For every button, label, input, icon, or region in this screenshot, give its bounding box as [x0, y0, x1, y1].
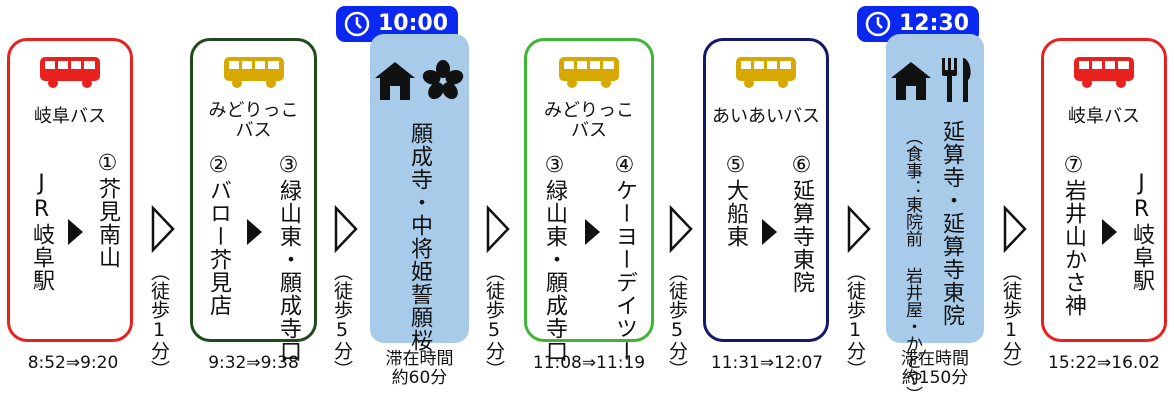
walk-arrow-icon: [1003, 205, 1027, 253]
walk-arrow-icon: [486, 205, 510, 253]
arrow-right-icon: [762, 219, 777, 245]
time-range: 11:31⇒12:07: [710, 353, 824, 373]
stay-label: 滞在時間: [901, 349, 969, 369]
house-icon: [375, 62, 415, 100]
stay-value: 約150分: [901, 368, 969, 388]
walk-note: （徒歩5分）: [483, 262, 505, 379]
spot-card-ensanji: （食事：東院前 岩井屋・かどや） 延算寺・延算寺東院: [886, 34, 984, 403]
sakura-icon: [422, 60, 464, 100]
stop-to: JR岐阜駅: [1129, 171, 1154, 292]
time-range: 11:08⇒11:19: [532, 353, 646, 373]
walk-arrow-icon: [669, 205, 693, 253]
bus-line-name-2: バス: [571, 120, 607, 141]
stay-value: 約60分: [391, 368, 448, 388]
stop-from: JR岐阜駅: [29, 171, 54, 292]
bus-line-name: 岐阜バス: [1068, 106, 1140, 127]
stop-from: ⑦岩井山かさ神: [1061, 153, 1086, 317]
arrow-right-icon: [585, 219, 600, 245]
bus-line-name-2: バス: [235, 120, 272, 141]
stop-to: ①芥見南山: [95, 151, 120, 269]
walk-note: （徒歩5分）: [331, 262, 353, 379]
spot-name: 延算寺・延算寺東院: [939, 120, 964, 327]
stop-to: ④ケーヨーデイツー: [612, 153, 637, 363]
stop-to: ③緑山東・願成寺口: [276, 153, 301, 363]
stay-label: 滞在時間: [385, 349, 454, 369]
bus-icon: [1074, 57, 1134, 88]
arrival-time: 12:30: [899, 11, 970, 36]
walk-arrow-icon: [847, 205, 871, 253]
arrow-right-icon: [68, 219, 83, 245]
bus-icon: [223, 57, 284, 88]
house-icon: [891, 62, 931, 100]
walk-note: （徒歩1分）: [844, 262, 866, 379]
spot-name: 願成寺・中将姫誓願桜: [407, 122, 432, 352]
walk-note: （徒歩1分）: [1000, 262, 1022, 379]
stay-duration: 滞在時間 約60分: [370, 350, 469, 388]
time-range: 8:52⇒9:20: [27, 353, 119, 373]
arrival-time: 10:00: [378, 11, 449, 36]
stop-from: ③緑山東・願成寺口: [542, 153, 567, 363]
route-card-midorikko-bus-2: みどりっこ バス ③緑山東・願成寺口 ④ケーヨーデイツー: [524, 38, 654, 363]
bus-icon: [40, 57, 100, 88]
fork-knife-icon: [942, 58, 971, 102]
bus-line-name: あいあいバス: [712, 106, 820, 127]
bus-line-name: みどりっこ: [208, 100, 299, 121]
route-card-gifu-bus-1: 岐阜バス JR岐阜駅 ①芥見南山: [7, 38, 133, 342]
arrow-right-icon: [247, 219, 262, 245]
walk-note: （徒歩5分）: [666, 262, 688, 379]
walk-arrow-icon: [151, 205, 175, 253]
spot-note: （食事：東院前 岩井屋・かどや）: [902, 128, 922, 403]
walk-note: （徒歩1分）: [148, 262, 170, 379]
bus-icon: [736, 57, 796, 88]
stay-duration: 滞在時間 約150分: [884, 350, 986, 388]
stop-to: ⑥延算寺東院: [789, 153, 814, 294]
clock-icon: [344, 11, 370, 37]
stop-from: ⑤大船東: [723, 153, 748, 248]
time-range: 9:32⇒9:38: [208, 353, 299, 373]
route-card-aiai-bus: あいあいバス ⑤大船東 ⑥延算寺東院: [703, 38, 829, 342]
route-card-midorikko-bus-1: みどりっこ バス ②バロー芥見店 ③緑山東・願成寺口: [190, 38, 317, 363]
spot-card-ganjoji: 願成寺・中将姫誓願桜: [370, 34, 469, 352]
arrow-right-icon: [1102, 219, 1117, 245]
route-card-gifu-bus-2: 岐阜バス ⑦岩井山かさ神 JR岐阜駅: [1041, 38, 1167, 342]
walk-arrow-icon: [334, 205, 358, 253]
time-range: 15:22⇒16.02: [1048, 353, 1160, 373]
bus-line-name: みどりっこ: [544, 100, 634, 121]
stop-from: ②バロー芥見店: [206, 153, 231, 317]
bus-icon: [559, 57, 619, 88]
bus-line-name: 岐阜バス: [34, 106, 106, 127]
clock-icon: [865, 11, 891, 37]
